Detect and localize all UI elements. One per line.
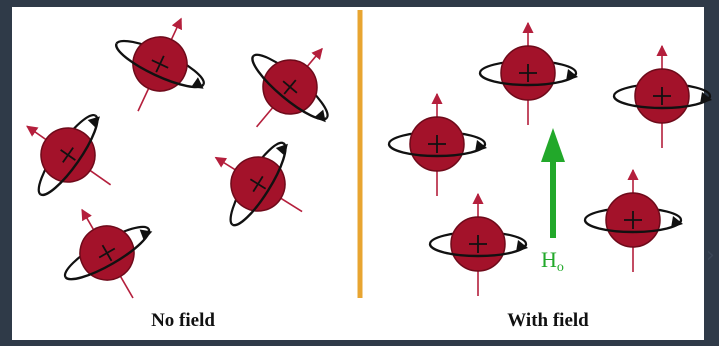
field-label-subscript: o — [557, 260, 564, 275]
caption-no-field: No field — [151, 310, 215, 331]
field-label-main: H — [541, 247, 557, 272]
caption-with-field: With field — [507, 310, 589, 331]
chevron-right-icon: › — [706, 243, 715, 268]
